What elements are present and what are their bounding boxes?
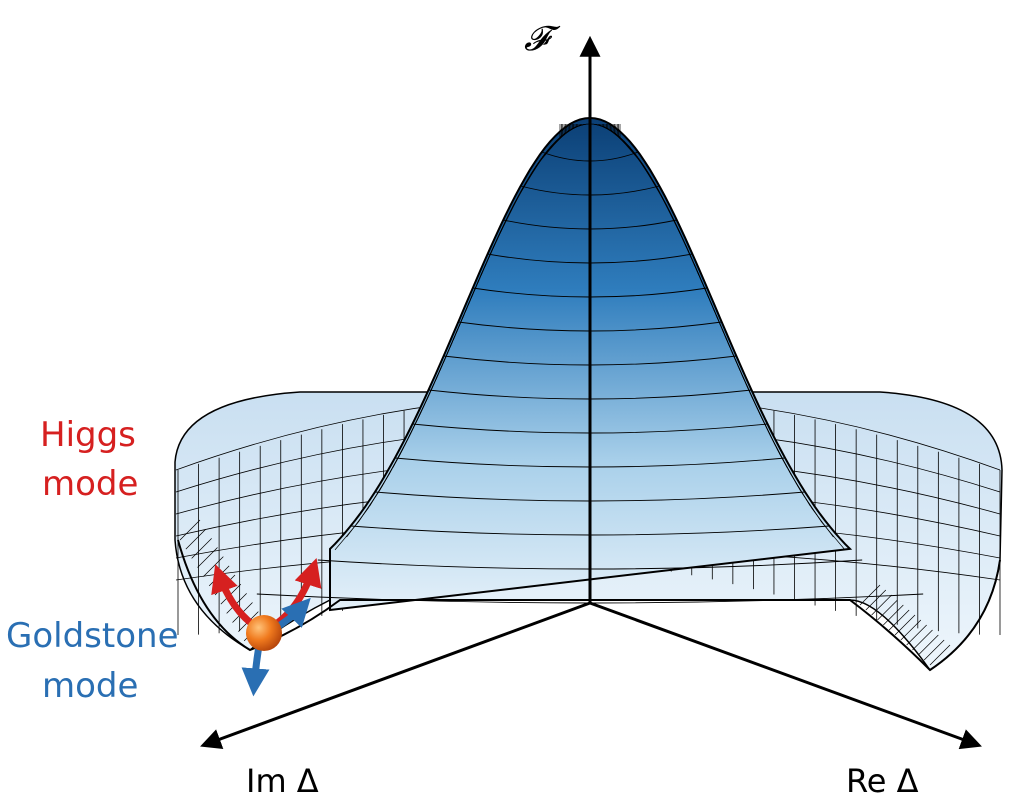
- higgs-mode-label-line2: mode: [42, 464, 138, 504]
- im-delta-axis-label: Im Δ: [246, 762, 319, 800]
- higgs-mode-label-line1: Higgs: [40, 415, 136, 455]
- goldstone-mode-label-line1: Goldstone: [6, 616, 179, 656]
- ball-icon: [246, 615, 282, 651]
- right-axis: [589, 601, 982, 750]
- re-delta-axis-label: Re Δ: [846, 762, 919, 800]
- free-energy-axis-label: 𝓕: [524, 19, 561, 59]
- axes: [200, 35, 982, 750]
- left-axis: [200, 601, 591, 750]
- goldstone-mode-label-line2: mode: [42, 666, 138, 706]
- mode-indicators: [211, 557, 322, 697]
